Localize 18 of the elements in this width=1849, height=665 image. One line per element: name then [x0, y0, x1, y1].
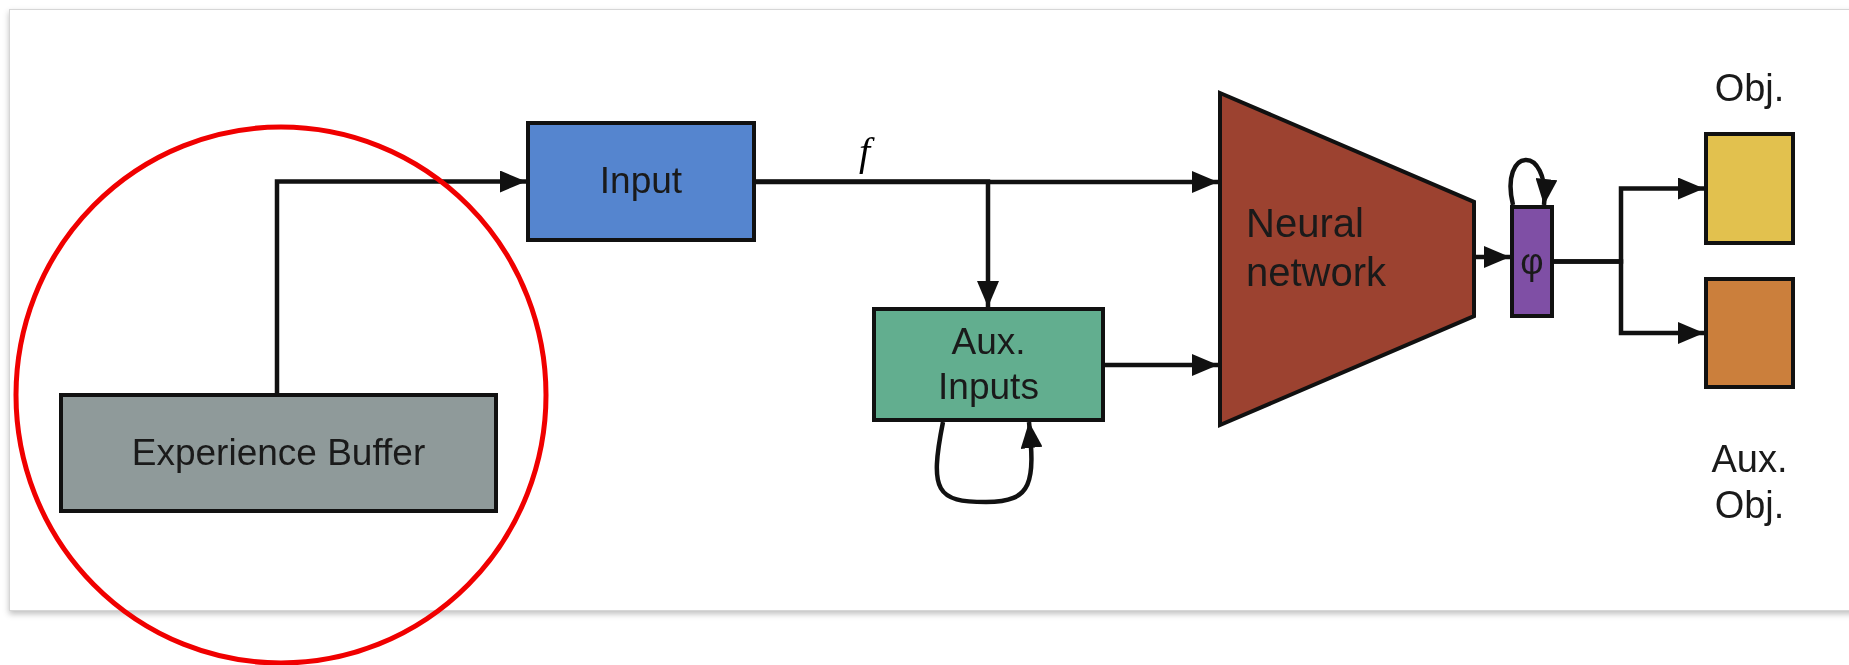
input-box — [526, 121, 756, 242]
arrow — [756, 179, 999, 307]
node-label: φ — [1520, 239, 1544, 284]
objective-label: Obj. — [1713, 66, 1786, 112]
node-label: Neural network — [1246, 200, 1388, 296]
arrow — [934, 421, 1043, 505]
objective-label: Aux. Obj. — [1710, 437, 1789, 528]
node-label: Input — [599, 159, 683, 204]
buffer-box — [59, 393, 498, 513]
arrow — [274, 170, 526, 393]
arrow — [1476, 246, 1510, 268]
feature-box — [1510, 205, 1554, 318]
arrow — [1554, 259, 1704, 344]
arrow — [1105, 354, 1218, 376]
node-label: Aux. Inputs — [937, 320, 1040, 409]
arrow — [1508, 157, 1556, 206]
aux-inputs-box — [872, 307, 1105, 422]
node-label: Experience Buffer — [131, 430, 426, 475]
